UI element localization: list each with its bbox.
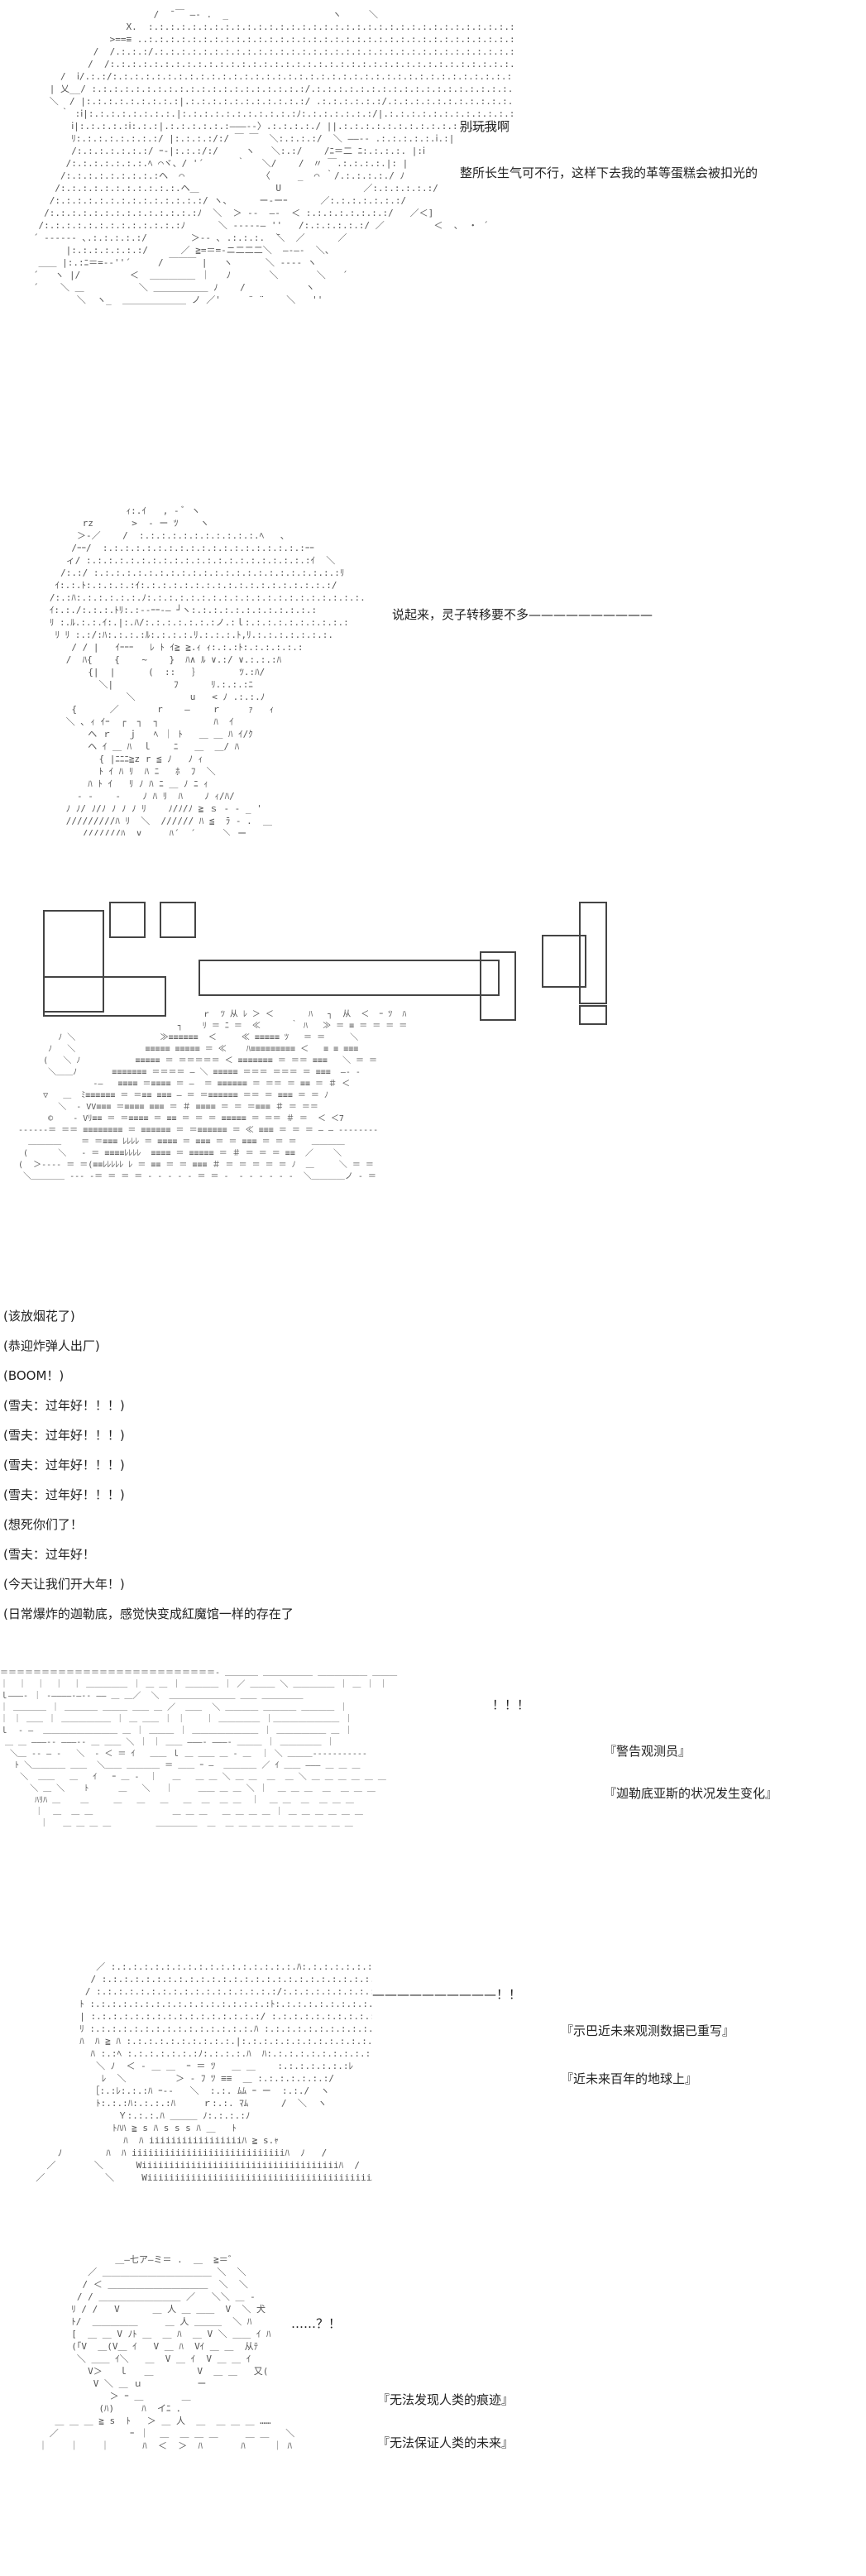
panel-4: ＝＝＝＝＝＝＝＝＝＝＝＝＝＝＝＝＝＝＝＝＝＝＝＝＝＝‐ ＿＿＿＿ ＿＿＿＿＿＿ … (0, 1663, 866, 1911)
boom-lettering-block (542, 935, 586, 988)
dialogue-line: 『警告观测员』 (604, 1744, 691, 1759)
dialogue-stack-4: 『警告观测员』 『迦勒底亚斯的状况发生变化』 (604, 1744, 777, 1816)
caption-stack: (该放烟花了) (恭迎炸弹人出厂) (BOOM！) (雪夫：过年好！！！) (雪… (3, 1309, 294, 1636)
dialogue-stack-5: 『示巴近未来观测数据已重写』 『近未来百年的地球上』 (561, 2023, 734, 2101)
caption-line: (雪夫：过年好！！！) (3, 1398, 125, 1413)
ascii-art-explosion: ｒ ﾂ 从 ﾚ ＞ ＜ ﾊ ┐ 从 ＜ ｰ ﾂ ﾊ ┐ ﾘ ＝ ﾆ ＝ ≪ ｀ … (18, 1010, 408, 1181)
caption-line: (日常爆炸的迦勒底，感觉快变成紅魔馆一样的存在了 (3, 1606, 294, 1621)
dialogue-line: 『无法发现人类的痕迹』 (377, 2392, 514, 2407)
dialogue-line: 『无法保证人类的未来』 (377, 2435, 514, 2450)
caption-line: (想死你们了！ (3, 1517, 83, 1532)
dialogue-stack-1: 别玩我啊 整所长生气可不行，这样下去我的革等蛋糕会被扣光的 (460, 119, 758, 195)
caption-line: (该放烟花了) (3, 1309, 75, 1324)
caption-line: (雪夫：过年好！ (3, 1547, 95, 1562)
ascii-art-character-5: ／ :.:.:.:.:.:.:.:.:.:.:.:.:.:.:.:.:.ﾊ:.:… (36, 1961, 372, 2183)
caption-line: (恭迎炸弹人出厂) (3, 1338, 100, 1353)
boom-lettering-block (43, 910, 104, 1013)
exclaim: ！！！ (492, 1697, 530, 1712)
panel-6: ＿―七ア―ミ＝ . ＿ ≧＝゛ ／ ＿＿＿＿＿＿＿＿＿＿＿＿ ＼ ＼ / ＜ ＿… (0, 2250, 866, 2576)
dialogue-stack-6: 『无法发现人类的痕迹』 『无法保证人类的未来』 (377, 2392, 514, 2465)
ascii-art-character-2: ｨ:.ｲ , ‐ ﾞ ヽ rz > ‐ ー ﾂ ヽ ＞‐／ / :.:.:.:.… (49, 505, 366, 836)
dialogue-line: 『示巴近未来观测数据已重写』 (561, 2023, 735, 2038)
boom-lettering-block (579, 1005, 607, 1025)
boom-lettering-block (43, 976, 166, 1017)
ascii-art-character-1: / ̄ ￣ ―- . _ ヽ ＼ X. :.:.:.:.:.:.:.:.:.:.… (32, 9, 513, 305)
dialogue-line: 『近未来百年的地球上』 (561, 2071, 698, 2086)
boom-lettering-block (109, 902, 146, 938)
panel-1: / ̄ ￣ ―- . _ ヽ ＼ X. :.:.:.:.:.:.:.:.:.:.… (0, 0, 866, 430)
caption-line: (BOOM！) (3, 1368, 65, 1383)
caption-line: (雪夫：过年好！！！) (3, 1428, 125, 1443)
dialogue-line: 别玩我啊 (460, 119, 510, 134)
panel-2: ｨ:.ｲ , ‐ ﾞ ヽ rz > ‐ ー ﾂ ヽ ＞‐／ / :.:.:.:.… (0, 496, 866, 844)
boom-lettering-block (480, 951, 516, 1021)
panel-5: ／ :.:.:.:.:.:.:.:.:.:.:.:.:.:.:.:.:.ﾊ:.:… (0, 1952, 866, 2209)
boom-lettering-block (160, 902, 196, 938)
caption-line: (今天让我们开大年！) (3, 1577, 125, 1592)
caption-line: (雪夫：过年好！！！) (3, 1487, 125, 1502)
panel-3: ｒ ﾂ 从 ﾚ ＞ ＜ ﾊ ┐ 从 ＜ ｰ ﾂ ﾊ ┐ ﾘ ＝ ﾆ ＝ ≪ ｀ … (0, 893, 866, 1638)
dialogue-line: 整所长生气可不行，这样下去我的革等蛋糕会被扣光的 (460, 165, 758, 180)
dash-line: ——————————！！ (372, 1987, 522, 2002)
boom-lettering-block (579, 902, 607, 1004)
ascii-art-character-6: ＿―七ア―ミ＝ . ＿ ≧＝゛ ／ ＿＿＿＿＿＿＿＿＿＿＿＿ ＼ ＼ / ＜ ＿… (38, 2254, 295, 2451)
ellipsis: ……？！ (291, 2316, 342, 2331)
dialogue-line: 『迦勒底亚斯的状况发生变化』 (604, 1786, 778, 1801)
caption-line: (雪夫：过年好！！！) (3, 1458, 125, 1472)
dialogue-line: 说起来，灵子转移要不多—————————— (392, 607, 653, 622)
boom-lettering-block (199, 960, 500, 996)
ascii-art-chaldea-building: ＝＝＝＝＝＝＝＝＝＝＝＝＝＝＝＝＝＝＝＝＝＝＝＝＝＝‐ ＿＿＿＿ ＿＿＿＿＿＿ … (0, 1669, 398, 1828)
